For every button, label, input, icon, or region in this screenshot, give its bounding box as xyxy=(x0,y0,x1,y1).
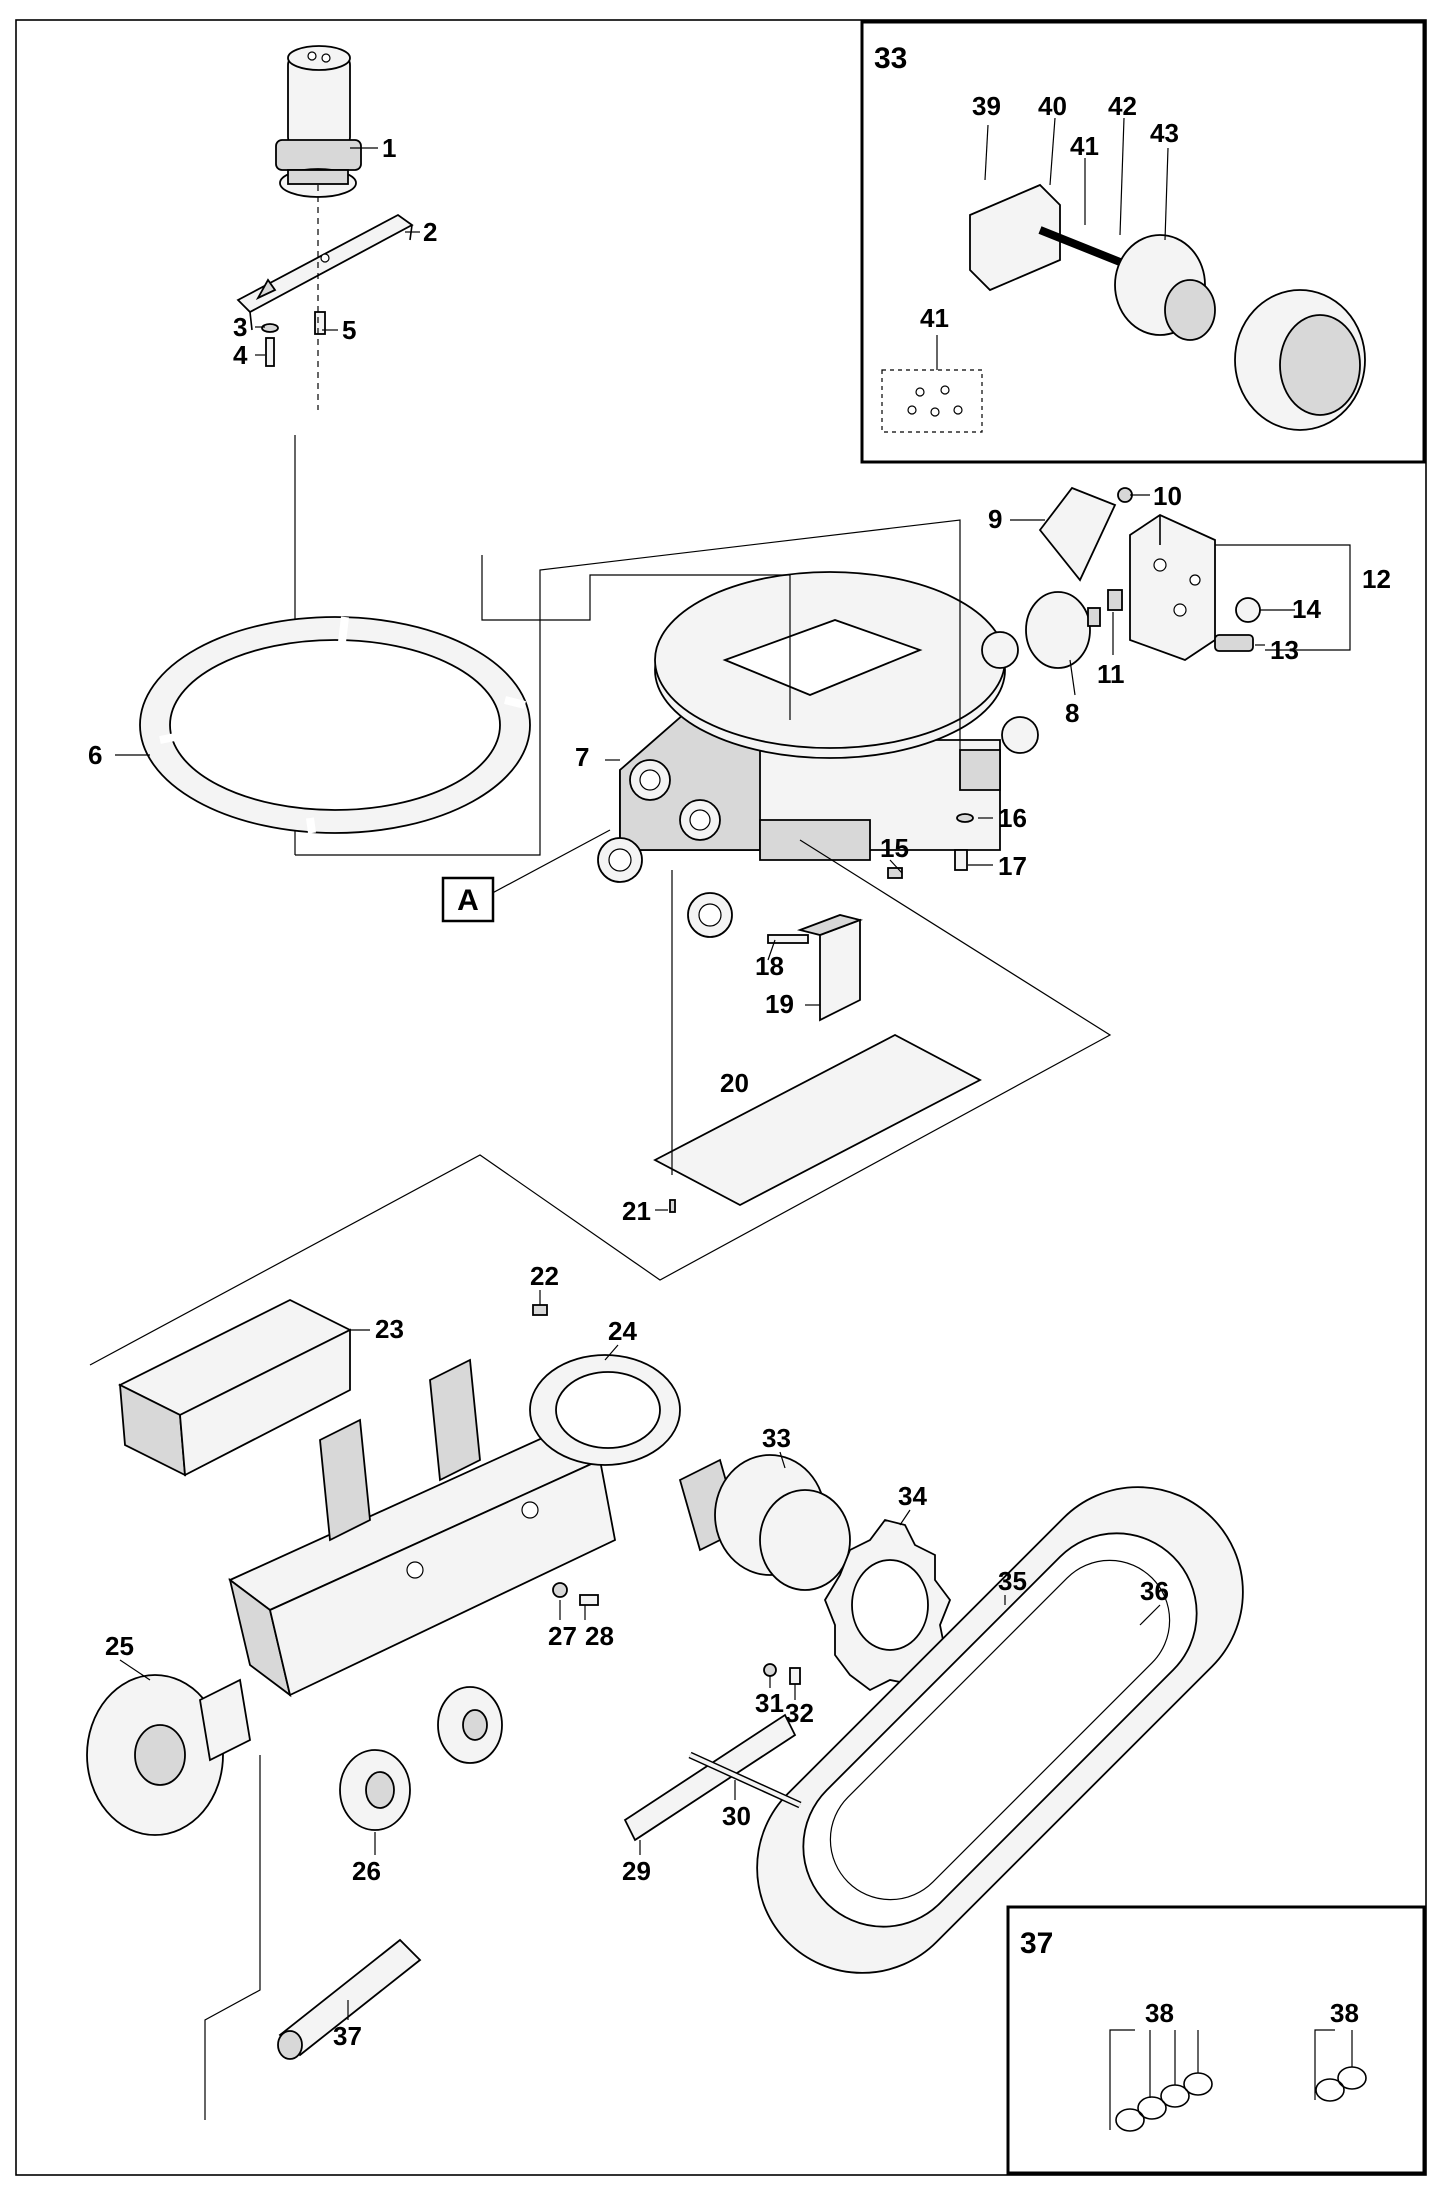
bolt-part-18 xyxy=(767,934,809,944)
callout-41-detail: 41 xyxy=(920,303,949,333)
main-chassis-part xyxy=(597,571,1039,938)
callout-41: 41 xyxy=(1070,131,1099,161)
bolt-part-15 xyxy=(887,867,903,879)
callout-8: 8 xyxy=(1065,698,1079,728)
tension-plate-part xyxy=(623,1713,797,1842)
callout-38-right: 38 xyxy=(1330,1998,1359,2028)
bolt-part-32 xyxy=(789,1667,801,1685)
rotary-motor-part xyxy=(275,45,362,198)
callout-33: 33 xyxy=(762,1423,791,1453)
callout-16: 16 xyxy=(998,803,1027,833)
inset-37-frame xyxy=(1006,1905,1426,2175)
callout-10: 10 xyxy=(1153,481,1182,511)
callout-26: 26 xyxy=(352,1856,381,1886)
rubber-track-part xyxy=(756,1486,1244,1974)
drawing-frame xyxy=(15,19,1427,2176)
idler-wheel-part xyxy=(86,1674,251,1836)
reference-label-a: A xyxy=(457,884,479,917)
callout-5: 5 xyxy=(342,315,356,345)
callout-3: 3 xyxy=(233,312,247,342)
callout-36: 36 xyxy=(1140,1576,1169,1606)
callout-6: 6 xyxy=(88,740,102,770)
callout-1: 1 xyxy=(382,133,396,163)
inset-37-seal-rings xyxy=(1109,2029,1367,2132)
callout-29: 29 xyxy=(622,1856,651,1886)
callout-30: 30 xyxy=(722,1801,751,1831)
callout-39: 39 xyxy=(972,91,1001,121)
bolt-part-17 xyxy=(954,849,968,871)
inset-37-title: 37 xyxy=(1020,1927,1053,1960)
callout-14: 14 xyxy=(1292,594,1321,624)
plug-part-14 xyxy=(1235,597,1261,623)
callout-20: 20 xyxy=(720,1068,749,1098)
callout-18: 18 xyxy=(755,951,784,981)
callout-43: 43 xyxy=(1150,118,1179,148)
bracket-part xyxy=(236,213,414,331)
washer-part-27 xyxy=(552,1582,568,1598)
bolt-part-22 xyxy=(532,1304,548,1316)
callout-7: 7 xyxy=(575,742,589,772)
callout-17: 17 xyxy=(998,851,1027,881)
callout-32: 32 xyxy=(785,1698,814,1728)
track-frame-part xyxy=(228,1354,681,1698)
fitting-part-11 xyxy=(1107,589,1123,611)
callout-42: 42 xyxy=(1108,91,1137,121)
accumulator-part xyxy=(1025,591,1101,669)
callout-24: 24 xyxy=(608,1316,637,1346)
callout-12: 12 xyxy=(1362,564,1391,594)
screw-part-10 xyxy=(1117,487,1133,503)
callout-38-left: 38 xyxy=(1145,1998,1174,2028)
roller-part xyxy=(339,1686,503,1831)
callout-11: 11 xyxy=(1097,659,1125,689)
callout-37: 37 xyxy=(333,2021,362,2051)
callout-15: 15 xyxy=(880,833,909,863)
callout-19: 19 xyxy=(765,989,794,1019)
valve-cartridge-part-13 xyxy=(1214,634,1254,652)
callout-4: 4 xyxy=(233,340,248,370)
callout-35: 35 xyxy=(998,1566,1027,1596)
washer-part-16 xyxy=(956,813,974,823)
callout-28: 28 xyxy=(585,1621,614,1651)
callout-31: 31 xyxy=(755,1688,784,1718)
slewing-ring-part xyxy=(139,616,531,834)
callout-27: 27 xyxy=(548,1621,577,1651)
screw-part-21 xyxy=(669,1199,676,1213)
callout-21: 21 xyxy=(622,1196,651,1226)
sprocket-part xyxy=(823,1518,952,1692)
inset-33-motor-exploded xyxy=(881,183,1366,433)
travel-motor-part xyxy=(678,1454,851,1591)
nut-part-31 xyxy=(763,1663,777,1677)
inset-33-title: 33 xyxy=(874,42,907,75)
callout-40: 40 xyxy=(1038,91,1067,121)
callout-25: 25 xyxy=(105,1631,134,1661)
callout-9: 9 xyxy=(988,504,1002,534)
callout-22: 22 xyxy=(530,1261,559,1291)
axle-shaft-part xyxy=(277,1938,422,2060)
block-part-19 xyxy=(819,918,861,1022)
bolt-set-3-4-5 xyxy=(261,311,326,367)
callout-34: 34 xyxy=(898,1481,927,1511)
reference-box-a xyxy=(441,876,495,923)
callout-2: 2 xyxy=(423,217,437,247)
bottom-plate-part xyxy=(653,1033,982,1207)
callout-13: 13 xyxy=(1270,635,1299,665)
valve-block-part xyxy=(1129,513,1216,662)
track-cover-part xyxy=(117,1298,353,1477)
cover-plate-part xyxy=(1038,486,1117,582)
bolt-part-28 xyxy=(579,1594,599,1606)
callout-23: 23 xyxy=(375,1314,404,1344)
